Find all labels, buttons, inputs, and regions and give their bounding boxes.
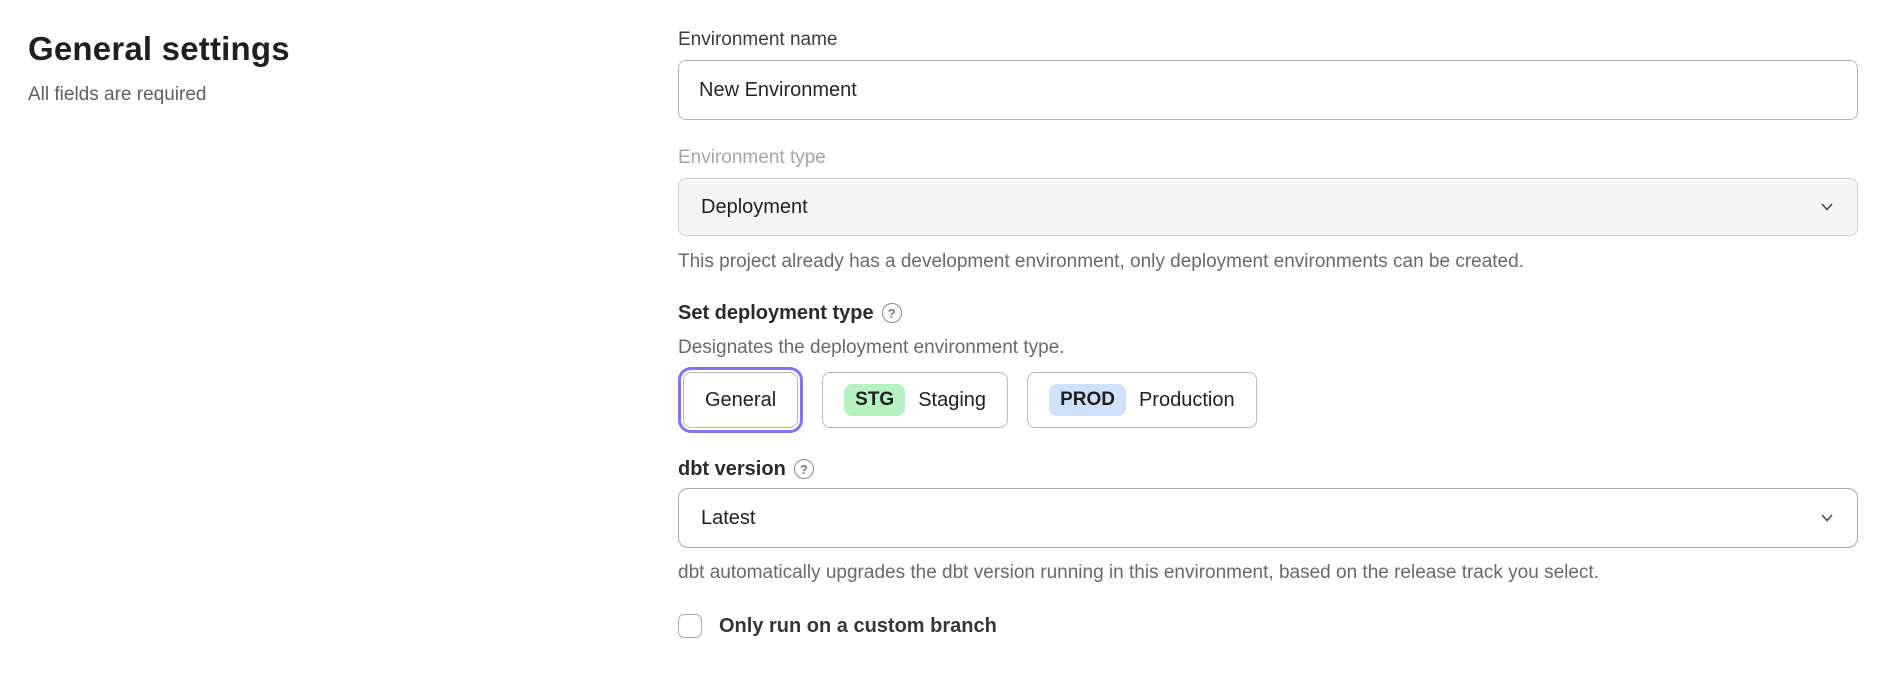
production-badge: PROD	[1049, 384, 1126, 416]
dbt-version-value: Latest	[701, 506, 756, 529]
dbt-version-select[interactable]: Latest	[678, 488, 1858, 548]
deployment-type-title: Set deployment type	[678, 302, 874, 324]
deployment-type-staging-label: Staging	[918, 388, 987, 411]
deployment-type-general-label: General	[705, 388, 777, 411]
environment-name-input[interactable]	[678, 60, 1858, 120]
help-icon[interactable]: ?	[881, 303, 902, 323]
environment-form: Environment name Environment type Deploy…	[678, 28, 1858, 641]
dbt-version-helper: dbt automatically upgrades the dbt versi…	[678, 562, 1599, 583]
environment-type-select: Deployment	[678, 178, 1858, 236]
deployment-type-production-label: Production	[1138, 388, 1235, 411]
deployment-type-options: General STG Staging PROD Production	[678, 372, 1858, 428]
environment-type-label: Environment type	[678, 147, 826, 168]
environment-name-label: Environment name	[678, 29, 838, 50]
environment-type-helper: This project already has a development e…	[678, 251, 1524, 272]
staging-badge: STG	[844, 384, 906, 416]
dbt-version-heading: dbt version ?	[678, 456, 1858, 482]
chevron-down-icon	[1821, 514, 1833, 522]
dbt-version-title: dbt version	[678, 458, 786, 480]
deployment-type-heading: Set deployment type ?	[678, 300, 1858, 326]
deployment-type-production-button[interactable]: PROD Production	[1027, 372, 1257, 428]
page-subtitle: All fields are required	[28, 84, 207, 105]
deployment-type-staging-button[interactable]: STG Staging	[822, 372, 1009, 428]
chevron-down-icon	[1821, 203, 1833, 211]
custom-branch-row: Only run on a custom branch	[678, 611, 1858, 641]
environment-type-value: Deployment	[701, 195, 808, 218]
custom-branch-label: Only run on a custom branch	[719, 614, 997, 637]
custom-branch-checkbox[interactable]	[678, 614, 702, 638]
settings-intro: General settings All fields are required	[28, 30, 628, 106]
deployment-type-description: Designates the deployment environment ty…	[678, 337, 1065, 358]
help-icon[interactable]: ?	[793, 459, 814, 479]
page-title: General settings	[28, 30, 290, 67]
deployment-type-general-button[interactable]: General	[683, 372, 799, 428]
